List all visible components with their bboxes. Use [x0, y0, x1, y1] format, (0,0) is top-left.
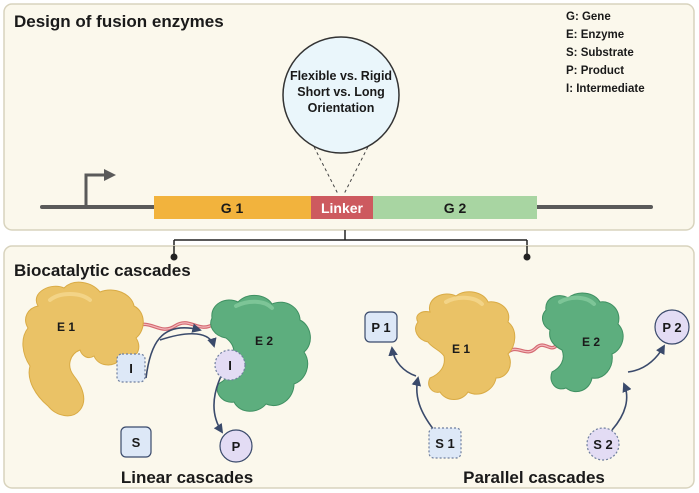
- gene-2-block: [373, 196, 537, 219]
- linear-e1-label: E 1: [57, 320, 75, 334]
- linear-substrate-node: [120, 426, 152, 458]
- parallel-substrate-1-node: [428, 427, 462, 459]
- legend: G: Gene E: Enzyme S: Substrate P: Produc…: [566, 11, 645, 95]
- gene-1-label: G 1: [221, 200, 244, 216]
- parallel-cascade: E 1 E 2 P 1 P 2 S 1 S 2 Parallel cascade…: [364, 291, 690, 487]
- linear-product-label: P: [232, 439, 241, 454]
- parallel-enzyme-2: [542, 292, 624, 393]
- cascades-panel: Biocatalytic cascades E 1 E 2 I I: [3, 245, 695, 489]
- linear-e2-label: E 2: [255, 334, 273, 348]
- linear-product-node: [219, 429, 253, 463]
- parallel-cascades-caption: Parallel cascades: [463, 468, 605, 487]
- parallel-substrate-1-label: S 1: [435, 436, 455, 451]
- linker-property-orientation: Orientation: [308, 101, 375, 115]
- parallel-enzyme-1: [415, 291, 516, 400]
- linker-property-length: Short vs. Long: [297, 85, 385, 99]
- legend-gene: G: Gene: [566, 11, 611, 23]
- cascades-panel-title: Biocatalytic cascades: [14, 261, 191, 280]
- parallel-arrow-s2: [611, 382, 632, 431]
- design-panel-title: Design of fusion enzymes: [14, 12, 224, 31]
- linear-intermediate-node-b: [214, 349, 246, 381]
- linear-arrow-i-to-i: [159, 332, 217, 348]
- linear-substrate-label: S: [132, 435, 141, 450]
- linker-block: [311, 196, 373, 219]
- parallel-product-1-label: P 1: [371, 320, 390, 335]
- parallel-product-2-node: [654, 309, 690, 345]
- parallel-arrow-p2: [627, 344, 665, 373]
- linear-arrow-s-to-i: [145, 323, 202, 379]
- parallel-product-2-label: P 2: [662, 320, 681, 335]
- parallel-arrow-p1: [388, 346, 417, 377]
- linker-properties: Flexible vs. Rigid Short vs. Long Orient…: [290, 69, 392, 115]
- parallel-arrow-s1: [411, 376, 435, 431]
- linker-magnifier-circle: [282, 36, 400, 154]
- linker-property-flexibility: Flexible vs. Rigid: [290, 69, 392, 83]
- parallel-e1-label: E 1: [452, 342, 470, 356]
- linear-intermediate-label-a: I: [129, 361, 133, 376]
- cascades-panel-background: [3, 245, 695, 489]
- parallel-substrate-2-node: [586, 427, 620, 461]
- linear-cascades-caption: Linear cascades: [121, 468, 253, 487]
- gene-1-block: [154, 196, 311, 219]
- linear-cascade: E 1 E 2 I I S P Linear cascades: [22, 281, 311, 487]
- linker-label: Linker: [321, 200, 364, 216]
- linear-enzyme-1: [22, 281, 144, 417]
- legend-intermediate: I: Intermediate: [566, 83, 645, 95]
- legend-substrate: S: Substrate: [566, 47, 634, 59]
- promoter-arrowhead-icon: [104, 169, 116, 181]
- promoter-arrow: [84, 173, 106, 205]
- legend-product: P: Product: [566, 65, 624, 77]
- gene-2-label: G 2: [444, 200, 467, 216]
- parallel-e2-label: E 2: [582, 335, 600, 349]
- legend-enzyme: E: Enzyme: [566, 29, 624, 41]
- parallel-product-1-node: [364, 311, 398, 343]
- linear-intermediate-node-a: [116, 353, 146, 383]
- linear-intermediate-label-b: I: [228, 358, 232, 373]
- design-panel: Design of fusion enzymes G: Gene E: Enzy…: [3, 3, 695, 231]
- parallel-substrate-2-label: S 2: [593, 437, 613, 452]
